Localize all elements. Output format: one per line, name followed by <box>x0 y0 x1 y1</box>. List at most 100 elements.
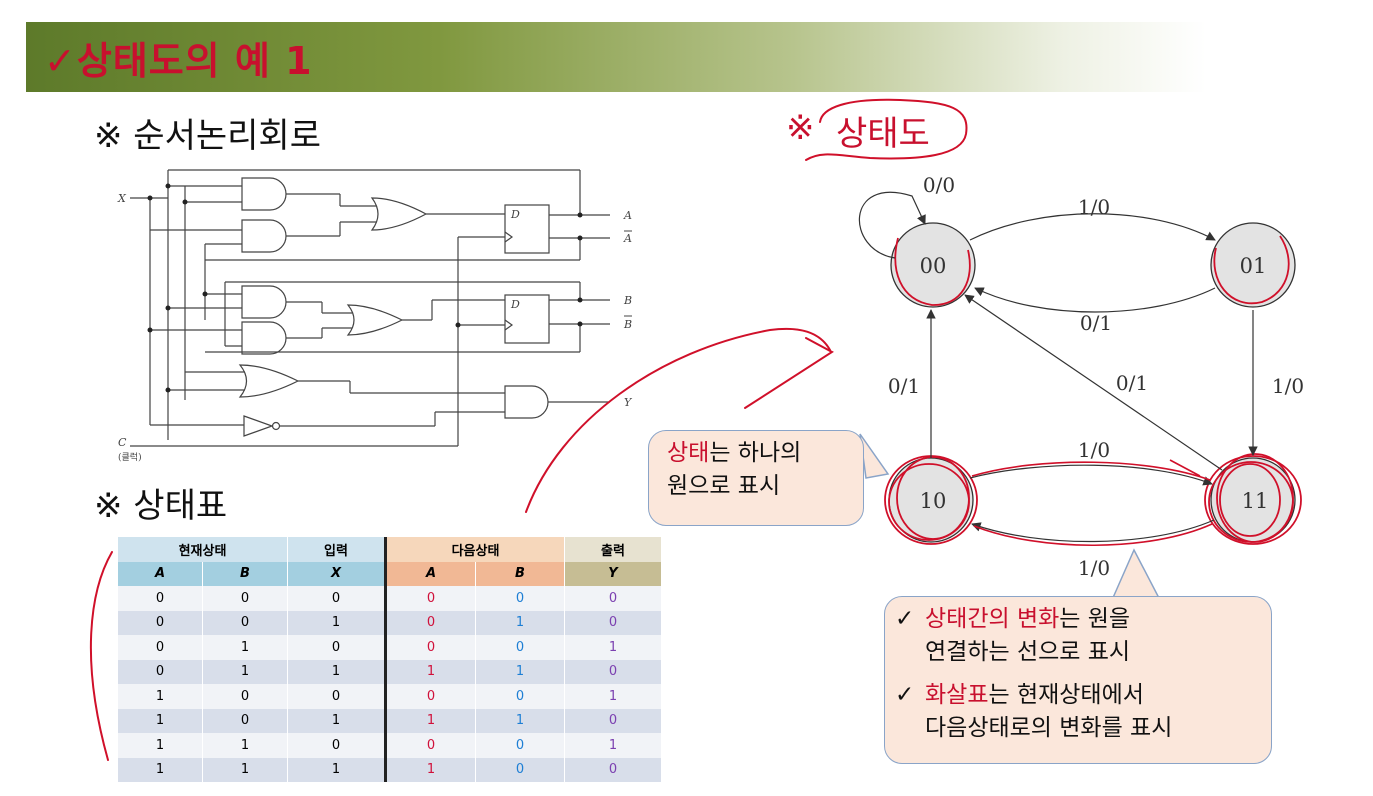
table-cell: 1 <box>202 635 288 660</box>
table-cell: 1 <box>564 635 662 660</box>
annotation-arrow-head <box>744 337 834 409</box>
table-cell: 1 <box>118 708 203 733</box>
table-cell: 1 <box>385 708 476 733</box>
circuit-label-x: X <box>117 192 127 205</box>
sub-header: X <box>287 561 387 586</box>
callout-bullet-1: ✓ 상태간의 변화는 원을 연결하는 선으로 표시 <box>895 603 1271 669</box>
sub-header: B <box>202 561 288 586</box>
edge-label-00-01: 1/0 <box>1078 195 1110 219</box>
state-00-label: 00 <box>920 254 947 278</box>
clock-sub: (클럭) <box>118 451 142 463</box>
table-cell: 1 <box>385 659 476 684</box>
output-y: Y <box>624 396 633 409</box>
output-a: A <box>623 209 632 222</box>
scribble-edge-tick <box>1169 459 1201 477</box>
callout-bullet-2: ✓ 화살표는 현재상태에서 다음상태로의 변화를 표시 <box>895 679 1271 745</box>
callout-state-rest: 는 하나의 <box>709 440 802 466</box>
scribble-11-a <box>1204 455 1302 545</box>
callout-state-line2: 원으로 표시 <box>667 473 781 499</box>
callout-edges-tail <box>1110 548 1162 601</box>
table-cell: 0 <box>118 586 203 611</box>
edge-label-10-11: 1/0 <box>1078 438 1110 462</box>
output-a-bar: A <box>623 232 632 245</box>
bullet-2-rest: 는 현재상태에서 <box>988 682 1144 708</box>
sub-header: Y <box>564 561 662 586</box>
table-cell: 0 <box>564 757 662 782</box>
table-cell: 0 <box>118 659 203 684</box>
table-cell: 0 <box>385 684 476 709</box>
annotation-arrow-curve <box>525 327 831 513</box>
state-01-circle <box>1210 222 1296 308</box>
table-cell: 0 <box>564 708 662 733</box>
heading-diagram-word: 상태도 <box>836 114 930 154</box>
header-output: 출력 <box>564 537 662 562</box>
clock-label: C <box>118 436 127 449</box>
ff-a-label: D <box>510 208 520 221</box>
edge-label-11-10: 1/0 <box>1078 556 1110 580</box>
bullet-2-line2: 다음상태로의 변화를 표시 <box>925 715 1173 741</box>
table-cell: 0 <box>475 733 565 758</box>
bullet-2-highlight: 화살표 <box>925 682 989 708</box>
table-cell: 0 <box>385 733 476 758</box>
callout-state: 상태는 하나의 원으로 표시 <box>648 430 864 526</box>
table-cell: 1 <box>202 659 288 684</box>
table-cell: 1 <box>475 708 565 733</box>
table-cell: 0 <box>475 684 565 709</box>
edge-11-10 <box>971 519 1215 543</box>
table-cell: 0 <box>385 635 476 660</box>
annotation-table-bracket <box>89 551 113 761</box>
sequential-circuit: X D D A A B B Y C (클럭) <box>117 169 633 463</box>
heading-circuit: ※ 순서논리회로 <box>94 116 321 156</box>
table-sub-header-row: A B X A B Y <box>118 561 662 586</box>
output-b: B <box>623 294 632 307</box>
sub-header: A <box>385 561 476 586</box>
state-00-circle <box>890 222 976 308</box>
callout-state-tail <box>859 433 890 479</box>
table-cell: 0 <box>287 635 387 660</box>
edge-label-11-00: 0/1 <box>1116 371 1148 395</box>
table-cell: 0 <box>385 586 476 611</box>
title-bar <box>26 22 1206 92</box>
table-cell: 1 <box>287 659 387 684</box>
check-icon: ✓ <box>895 682 915 708</box>
edge-label-10-00: 0/1 <box>888 374 920 398</box>
table-cell: 1 <box>475 610 565 635</box>
table-cell: 1 <box>202 757 288 782</box>
callout-edges: ✓ 상태간의 변화는 원을 연결하는 선으로 표시 ✓ 화살표는 현재상태에서 … <box>884 596 1272 764</box>
table-cell: 1 <box>118 733 203 758</box>
sub-header: B <box>475 561 565 586</box>
table-cell: 1 <box>202 733 288 758</box>
scribble-00 <box>894 237 971 306</box>
table-cell: 0 <box>564 610 662 635</box>
table-cell: 0 <box>118 635 203 660</box>
table-cell: 0 <box>385 610 476 635</box>
table-cell: 1 <box>564 684 662 709</box>
header-next-state: 다음상태 <box>385 537 565 562</box>
heading-state-table: ※ 상태표 <box>94 486 228 526</box>
table-group-header-row: 현재상태 입력 다음상태 출력 <box>118 537 662 562</box>
sub-header: A <box>118 561 203 586</box>
edge-11-00 <box>964 294 1223 471</box>
scribble-edge-top <box>971 461 1211 481</box>
header-input: 입력 <box>287 537 387 562</box>
table-cell: 1 <box>564 733 662 758</box>
table-cell: 0 <box>564 586 662 611</box>
table-cell: 1 <box>118 757 203 782</box>
table-cell: 0 <box>202 684 288 709</box>
heading-diagram-mark: ※ <box>786 108 815 148</box>
table-cell: 1 <box>287 757 387 782</box>
state-11-label: 11 <box>1242 489 1269 513</box>
table-cell: 0 <box>287 684 387 709</box>
table-cell: 0 <box>202 708 288 733</box>
